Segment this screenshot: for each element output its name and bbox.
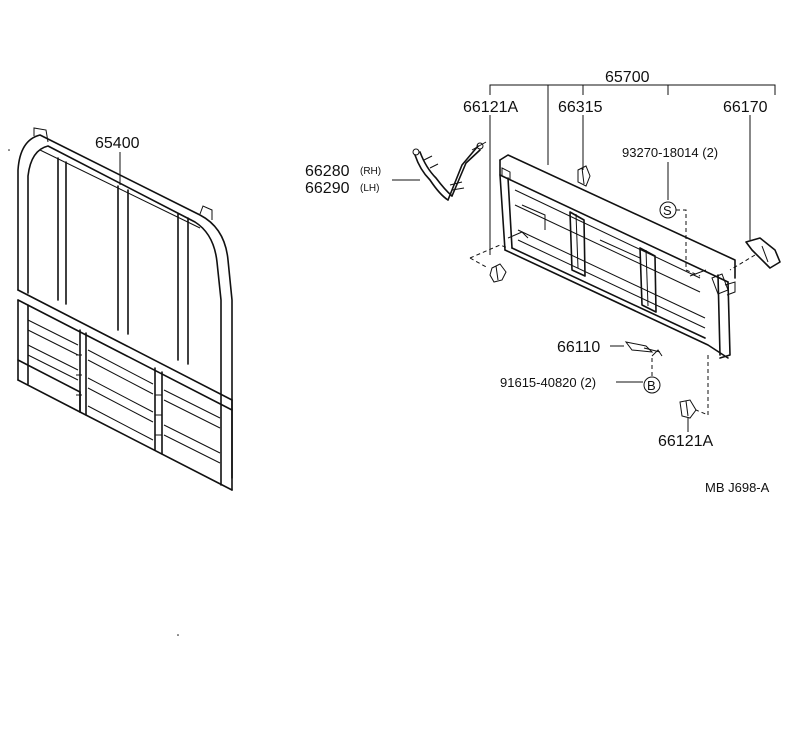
label-66121a-bottom: 66121A (658, 433, 713, 450)
b-marker: B (643, 358, 661, 394)
s-marker-text: S (663, 203, 672, 218)
label-65400: 65400 (95, 135, 140, 152)
label-66290: 66290 (305, 180, 350, 197)
speck (177, 634, 179, 636)
clip-66315 (577, 165, 591, 187)
tailgate-panel (499, 154, 736, 359)
cable-66280-66290 (412, 141, 487, 201)
bolt-66121a-bottom (679, 355, 709, 419)
ref-code: MB J698-A (705, 480, 770, 495)
label-66121a-top: 66121A (463, 99, 518, 116)
bolt-66121a-top (469, 244, 509, 283)
label-66280: 66280 (305, 163, 350, 180)
label-66170: 66170 (723, 99, 768, 116)
handle-66170 (729, 237, 781, 271)
s-marker: S (659, 201, 701, 277)
label-93270: 93270-18014 (2) (622, 145, 718, 160)
bracket-65700 (489, 84, 776, 255)
header-panel-65400 (17, 127, 233, 491)
label-66290-side: (LH) (360, 183, 379, 194)
label-66280-side: (RH) (360, 166, 381, 177)
label-66315: 66315 (558, 99, 603, 116)
label-66110: 66110 (557, 339, 600, 356)
striker-66110 (624, 341, 663, 357)
speck (8, 149, 10, 151)
label-91615: 91615-40820 (2) (500, 375, 596, 390)
label-65700: 65700 (605, 69, 650, 86)
b-marker-text: B (647, 378, 656, 393)
